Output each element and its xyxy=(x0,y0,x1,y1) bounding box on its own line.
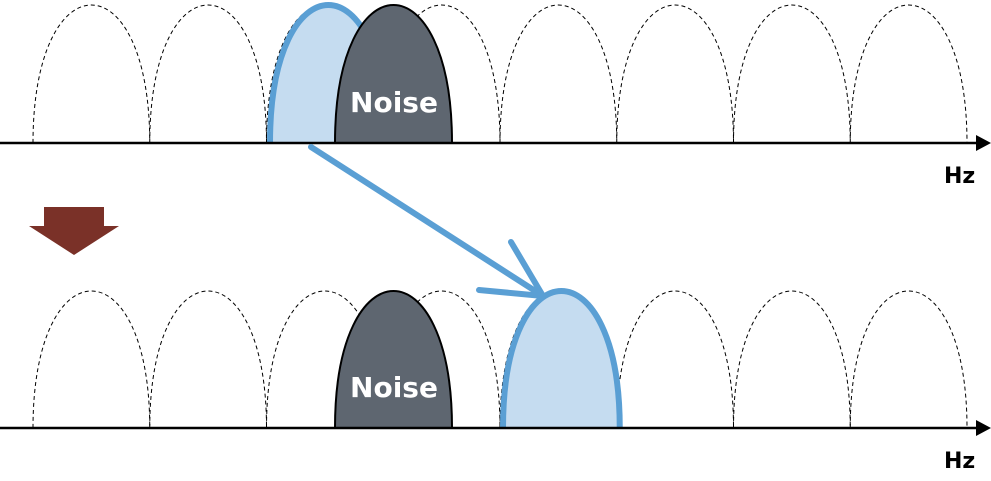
channel-slot xyxy=(849,290,968,429)
down-arrow-icon xyxy=(29,207,119,255)
noise-label: Noise xyxy=(350,86,438,119)
noise-label: Noise xyxy=(350,371,438,404)
bottom-axis-arrowhead-icon xyxy=(976,420,991,436)
channel-slot xyxy=(849,4,968,144)
top-axis-label: Hz xyxy=(944,164,975,189)
channel-slot xyxy=(616,4,734,144)
noise-band xyxy=(334,4,453,144)
top-axis-arrowhead-icon xyxy=(976,135,991,151)
top-spectrum: Noise xyxy=(32,2,968,144)
noise-band xyxy=(334,290,453,429)
channel-slot xyxy=(32,290,151,429)
bottom-spectrum: Noise xyxy=(32,288,968,429)
channel-slot xyxy=(149,4,267,144)
channel-slot xyxy=(616,290,734,429)
channel-slot xyxy=(32,4,151,144)
hop-arrow-icon xyxy=(308,144,546,299)
bottom-axis-label: Hz xyxy=(944,449,975,474)
channel-slot xyxy=(499,4,618,144)
channel-slot xyxy=(149,290,267,429)
signal-band xyxy=(500,288,623,429)
channel-slot xyxy=(266,290,384,429)
channel-slot xyxy=(733,4,851,144)
channel-slot xyxy=(733,290,851,429)
